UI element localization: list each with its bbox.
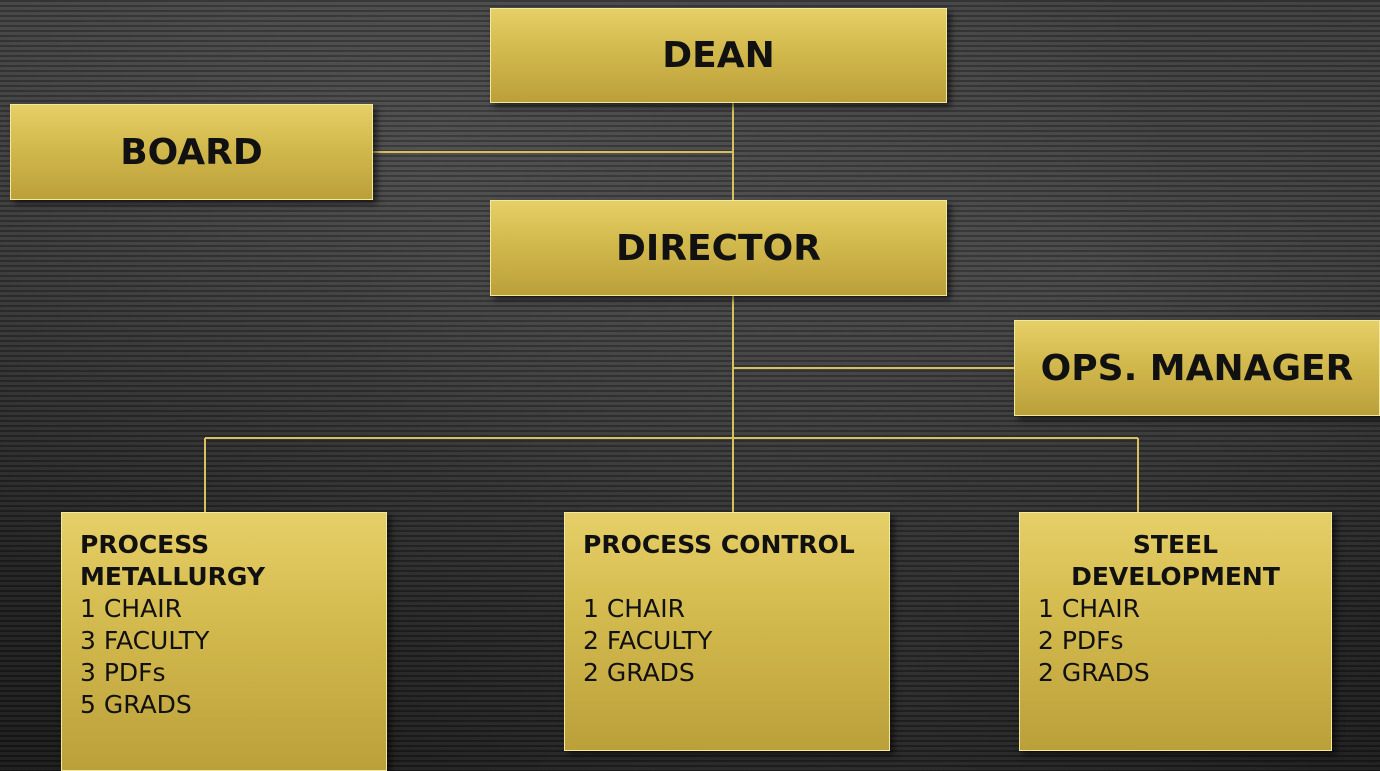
dept-item: 3 FACULTY [80, 626, 210, 655]
dept-item: 3 PDFs [80, 658, 166, 687]
dept-item: 5 GRADS [80, 690, 192, 719]
dept-item: 2 GRADS [583, 658, 695, 687]
node-director-label: DIRECTOR [616, 227, 821, 269]
dept-title-line: DEVELOPMENT [1071, 562, 1280, 591]
dept-title-line: PROCESS CONTROL [583, 530, 855, 559]
node-dean: DEAN [490, 8, 947, 103]
dept-item: 1 CHAIR [80, 594, 182, 623]
node-board: BOARD [10, 104, 373, 200]
node-ops-manager: OPS. MANAGER [1014, 320, 1380, 416]
node-dean-label: DEAN [662, 35, 775, 76]
node-ops-manager-label: OPS. MANAGER [1040, 347, 1354, 389]
dept-item: 2 PDFs [1038, 626, 1124, 655]
node-director: DIRECTOR [490, 200, 947, 296]
dept-item: 2 FACULTY [583, 626, 713, 655]
dept-title-line: PROCESS [80, 530, 210, 559]
dept-item: 1 CHAIR [583, 594, 685, 623]
dept-title-line: METALLURGY [80, 562, 266, 591]
dept-item: 2 GRADS [1038, 658, 1150, 687]
dept-item: 1 CHAIR [1038, 594, 1140, 623]
dept-process-control: PROCESS CONTROL 1 CHAIR 2 FACULTY 2 GRAD… [564, 512, 890, 751]
dept-title-line: STEEL [1132, 530, 1219, 559]
dept-process-metallurgy: PROCESS METALLURGY 1 CHAIR 3 FACULTY 3 P… [61, 512, 387, 771]
dept-steel-development: STEEL DEVELOPMENT 1 CHAIR 2 PDFs 2 GRADS [1019, 512, 1332, 751]
node-board-label: BOARD [120, 131, 263, 173]
